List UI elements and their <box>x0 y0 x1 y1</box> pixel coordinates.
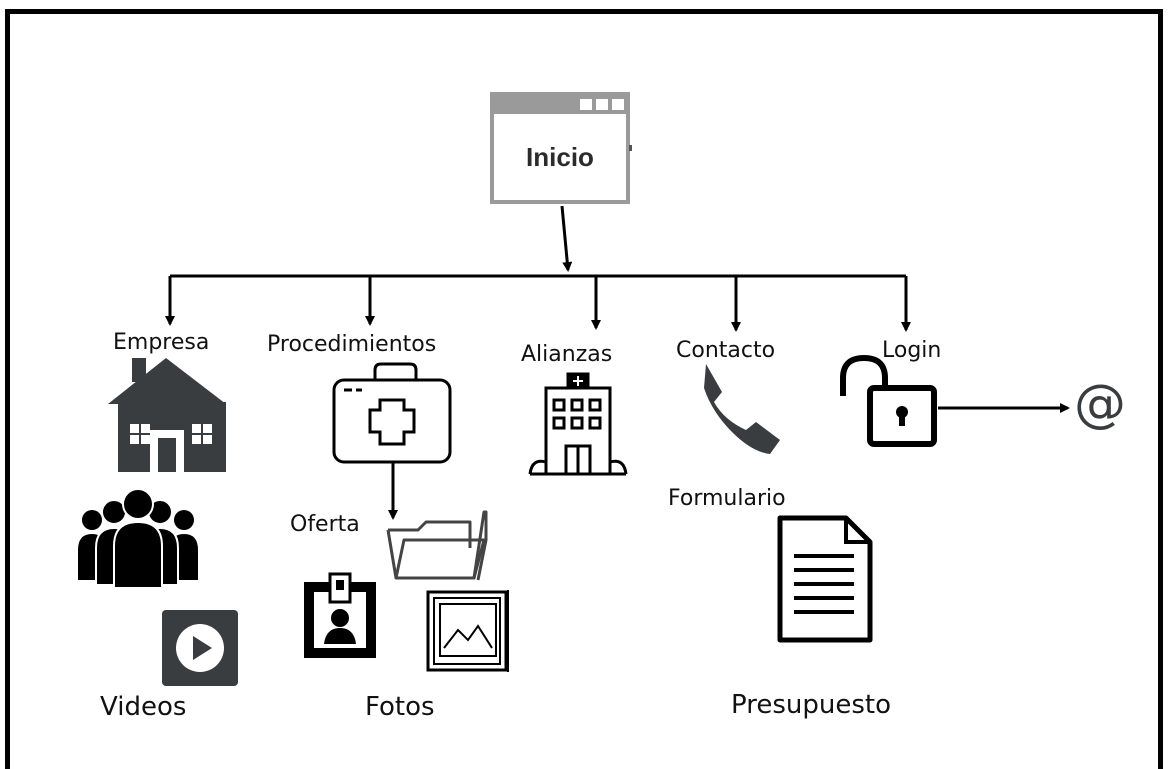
document-icon <box>777 515 873 643</box>
node-label-login: Login <box>882 338 942 363</box>
window-button-icon <box>580 99 592 110</box>
medical-kit-icon <box>332 362 452 464</box>
node-label-oferta: Oferta <box>290 512 360 537</box>
phone-icon <box>704 364 780 454</box>
window-button-icon <box>612 99 624 110</box>
node-label-formulario: Formulario <box>668 486 786 511</box>
house-icon <box>108 358 226 472</box>
node-label-presupuesto: Presupuesto <box>731 690 891 720</box>
video-play-icon <box>162 610 238 686</box>
node-label-alianzas: Alianzas <box>521 342 613 367</box>
folder-icon <box>386 510 488 581</box>
hospital-building-icon <box>528 372 628 476</box>
picture-icon <box>426 590 509 672</box>
node-label-empresa: Empresa <box>113 330 210 355</box>
node-label-fotos: Fotos <box>365 692 435 722</box>
connector-lines <box>165 205 1070 520</box>
team-icon <box>78 488 198 589</box>
window-button-icon <box>596 99 608 110</box>
root-node-inicio: Inicio <box>490 92 630 204</box>
root-node-label: Inicio <box>526 142 594 172</box>
email-at-sign: @ <box>1074 374 1126 434</box>
window-edge-mark <box>629 145 632 151</box>
node-label-contacto: Contacto <box>676 338 776 363</box>
root-connector-arrow <box>560 205 573 272</box>
node-label-procedimientos: Procedimientos <box>267 332 437 357</box>
diagram-border <box>5 9 1163 769</box>
id-badge-icon <box>304 572 376 658</box>
window-title-bar <box>494 96 626 114</box>
node-label-videos: Videos <box>100 692 187 722</box>
unlocked-padlock-icon <box>840 354 937 447</box>
